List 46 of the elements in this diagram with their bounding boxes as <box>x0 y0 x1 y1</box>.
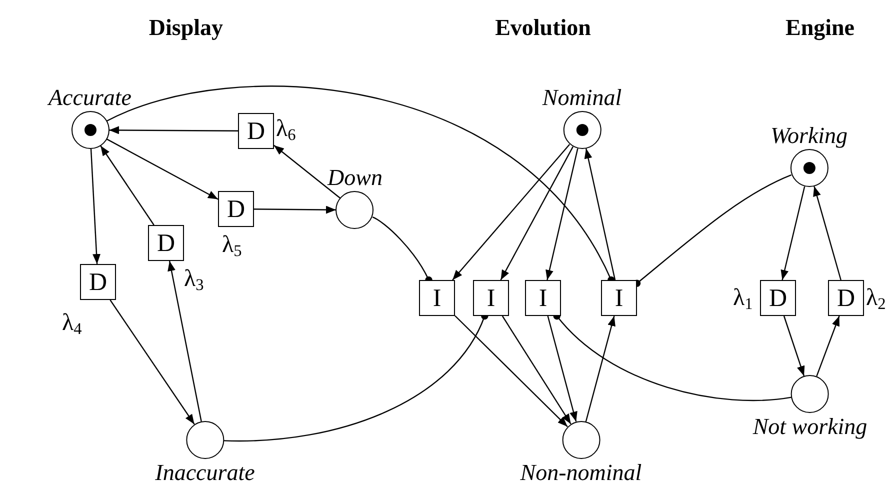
arc-arrow <box>110 300 195 425</box>
place-label: Non-nominal <box>519 459 643 486</box>
transition-box: D <box>80 264 116 300</box>
arc-arrow <box>585 316 616 422</box>
transition-box: I <box>525 280 561 316</box>
arc-arrow <box>780 186 806 280</box>
arc-arrow <box>813 186 842 280</box>
rate-label: λ$_{5}$ <box>222 231 242 259</box>
arc-arrow <box>454 315 568 428</box>
rate-label: λ$_{3}$ <box>184 265 204 293</box>
arc-arrow <box>100 145 154 226</box>
place-label: Working <box>769 122 849 149</box>
transition-box: I <box>473 280 509 316</box>
rate-label: λ$_{1}$ <box>733 284 753 312</box>
section-heading: Evolution <box>495 14 591 42</box>
rate-label: λ$_{4}$ <box>62 309 82 337</box>
arc-arrow <box>546 148 578 280</box>
rate-label: λ$_{6}$ <box>276 115 296 143</box>
arc-arrow <box>254 206 336 214</box>
place-label: Accurate <box>48 84 132 111</box>
place-label: Inaccurate <box>154 459 256 486</box>
arc-arrow <box>502 316 572 424</box>
arc-arrow <box>816 316 840 376</box>
place-label: Down <box>326 164 384 191</box>
transition-box: D <box>148 225 184 261</box>
section-heading: Engine <box>785 14 855 42</box>
transition-box: I <box>601 280 637 316</box>
arc-arrow <box>783 316 805 376</box>
rate-label: λ$_{2}$ <box>866 284 886 312</box>
transition-box: D <box>238 113 274 149</box>
section-heading: Display <box>148 14 224 42</box>
place-label: Not working <box>752 413 868 440</box>
arc-arrow <box>109 126 238 134</box>
transition-box: D <box>828 280 864 316</box>
place-label: Nominal <box>541 84 623 111</box>
arc-arrow <box>274 144 341 199</box>
arc-arrow <box>584 148 616 280</box>
arc-arrow <box>547 316 578 422</box>
arc-arrow <box>500 146 574 280</box>
transition-box: I <box>419 280 455 316</box>
transition-box: D <box>760 280 796 316</box>
arc-arrow <box>452 144 570 280</box>
arc-arrow <box>168 260 202 422</box>
arc-arrow <box>90 148 101 264</box>
transition-box: D <box>218 191 254 227</box>
arc-arrow <box>106 138 218 200</box>
